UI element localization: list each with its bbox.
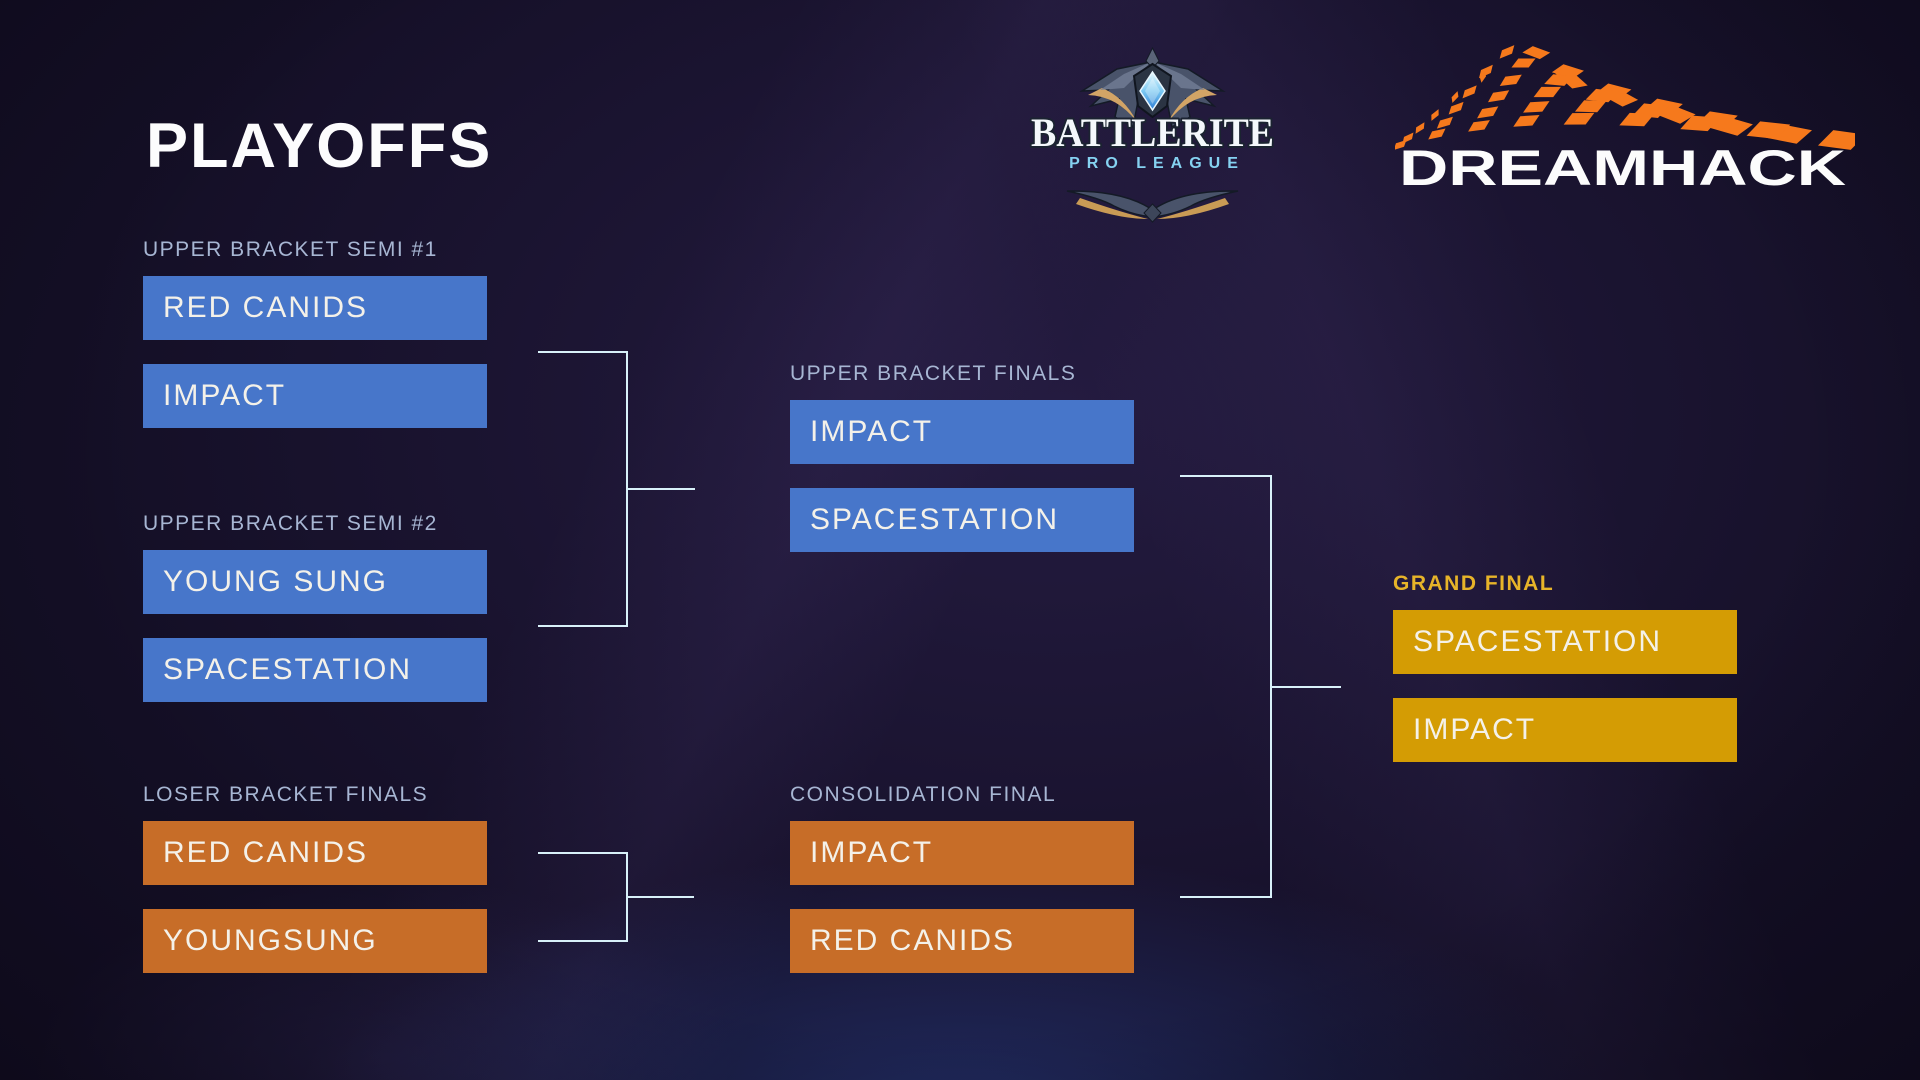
battlerite-wordmark: BATTLERITE [1031,110,1274,155]
match-label: LOSER BRACKET FINALS [143,783,429,806]
team-box: SPACESTATION [790,488,1134,552]
team-box: RED CANIDS [143,276,487,340]
dreamhack-tiles [1395,45,1855,151]
match-label: UPPER BRACKET SEMI #1 [143,238,438,261]
match-loser-bracket-finals: LOSER BRACKET FINALS RED CANIDS YOUNGSUN… [143,783,487,997]
team-box: IMPACT [1393,698,1737,762]
connector-loser-bracket [538,852,628,942]
connector-upper-semis [538,351,628,627]
crest-bottom-wings [1066,190,1239,223]
team-box: SPACESTATION [143,638,487,702]
team-box: IMPACT [790,821,1134,885]
team-box: IMPACT [790,400,1134,464]
match-label: UPPER BRACKET FINALS [790,362,1077,385]
match-grand-final: GRAND FINAL SPACESTATION IMPACT [1393,572,1737,786]
connector-grand-final [1180,475,1272,898]
team-box: YOUNG SUNG [143,550,487,614]
match-label: UPPER BRACKET SEMI #2 [143,512,438,535]
match-label: GRAND FINAL [1393,572,1555,595]
dreamhack-logo: DREAMHACK [1395,33,1855,193]
team-box: YOUNGSUNG [143,909,487,973]
battlerite-logo: BATTLERITE PRO LEAGUE [1020,38,1285,223]
dreamhack-flame-icon: DREAMHACK [1395,45,1855,193]
page-title: PLAYOFFS [146,111,493,181]
crest-top-wings [1079,46,1226,129]
battlerite-subtitle: PRO LEAGUE [1069,155,1245,172]
match-upper-bracket-semi-1: UPPER BRACKET SEMI #1 RED CANIDS IMPACT [143,238,487,452]
match-label: CONSOLIDATION FINAL [790,783,1057,806]
battlerite-crest-icon: BATTLERITE PRO LEAGUE [1029,46,1276,223]
dreamhack-wordmark: DREAMHACK [1399,140,1846,193]
match-upper-bracket-semi-2: UPPER BRACKET SEMI #2 YOUNG SUNG SPACEST… [143,512,487,726]
match-upper-bracket-finals: UPPER BRACKET FINALS IMPACT SPACESTATION [790,362,1134,576]
team-box: RED CANIDS [790,909,1134,973]
team-box: SPACESTATION [1393,610,1737,674]
team-box: IMPACT [143,364,487,428]
team-box: RED CANIDS [143,821,487,885]
match-consolidation-final: CONSOLIDATION FINAL IMPACT RED CANIDS [790,783,1134,997]
